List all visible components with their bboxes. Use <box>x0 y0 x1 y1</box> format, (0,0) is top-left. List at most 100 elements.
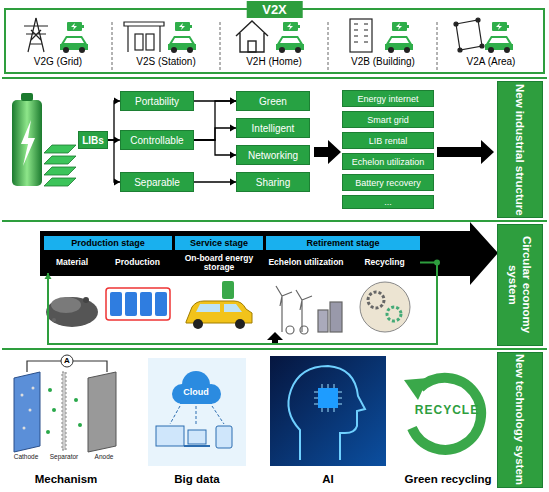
arrow-head <box>230 98 236 105</box>
ai-image <box>318 388 338 408</box>
section-divider <box>2 220 547 222</box>
node-text: Green <box>259 96 287 107</box>
arrow-head <box>230 98 236 105</box>
arrow-head <box>230 125 236 132</box>
node-text: Sharing <box>256 177 290 188</box>
battery-pack <box>12 100 42 186</box>
node-text: Battery recovery <box>355 178 421 188</box>
ai-image <box>270 356 386 466</box>
node-text: Circular economy system <box>506 225 534 345</box>
mechanism-image <box>46 388 82 434</box>
node-text: Service stage <box>190 238 248 248</box>
battery-pack <box>44 145 76 153</box>
node-text: V2X <box>246 1 303 18</box>
v2x-label: V2A (Area) <box>441 56 541 68</box>
system-band: New technology system <box>497 352 543 488</box>
ev-charging-icon <box>60 22 513 53</box>
building-icon <box>350 19 372 52</box>
node-text: New technology system <box>513 354 527 485</box>
arrow-head <box>114 98 120 105</box>
battery-pack <box>44 145 76 186</box>
bigdata-image <box>188 430 206 444</box>
mechanism-image <box>48 388 52 392</box>
pylon-icon <box>24 18 48 52</box>
flow-connector <box>108 98 120 141</box>
v2x-label: V2H (Home) <box>224 56 324 68</box>
battery-pack <box>44 178 76 186</box>
recycling-image <box>387 307 401 321</box>
stage-cell: On-board energy storage <box>175 252 263 273</box>
ev-charging-icon <box>276 22 304 53</box>
cell-divider <box>112 22 437 70</box>
connector-line <box>194 140 236 155</box>
reuse-image <box>318 310 328 332</box>
mechanism-image <box>14 355 116 452</box>
building-icon <box>350 19 372 52</box>
feature-box: Separable <box>120 172 194 192</box>
ev-charging-icon <box>385 22 413 53</box>
node-text: ... <box>384 197 392 207</box>
mechanism-image <box>29 409 32 412</box>
connector-line <box>194 181 236 182</box>
powder-image <box>83 297 89 303</box>
powder-image <box>51 297 81 313</box>
bigdata-image <box>216 426 232 448</box>
flow-connector <box>194 140 236 159</box>
powder-image <box>46 297 98 327</box>
reuse-image <box>300 326 308 334</box>
ai-image <box>270 356 386 466</box>
powder-image <box>46 297 98 327</box>
mechanism-image <box>21 394 24 397</box>
node-text: Production stage <box>71 238 145 248</box>
connector-line <box>194 128 236 140</box>
stage-header: Retirement stage <box>266 235 420 250</box>
v2x-label: V2S (Station) <box>116 56 216 68</box>
ev-charging-icon <box>485 22 513 53</box>
bigdata-image <box>170 406 224 424</box>
flow-arrow <box>437 140 494 164</box>
connector-line <box>108 140 120 182</box>
electrode-label: Cathode <box>6 453 46 461</box>
section-divider <box>2 78 547 349</box>
system-band: New industrial structure <box>497 81 543 218</box>
node-text: Networking <box>248 150 298 161</box>
mechanism-image <box>52 408 56 412</box>
arrow-head <box>230 179 236 186</box>
recycle-symbol <box>404 378 428 400</box>
bigdata-image <box>156 426 184 446</box>
stage-cell: Production <box>103 252 172 273</box>
node-text: Material <box>56 258 88 267</box>
node-text: Echelon utilization <box>352 157 425 167</box>
area-icon <box>476 18 480 22</box>
connector-line <box>108 139 120 140</box>
station-icon <box>135 34 143 50</box>
mechanism-image <box>23 427 26 430</box>
node-text: Production <box>115 258 160 267</box>
connector-line <box>194 100 236 101</box>
ev-image <box>222 281 234 299</box>
cell-image <box>125 292 137 316</box>
recycle-text: RECYCLE <box>402 403 492 417</box>
cell-divider <box>437 22 438 70</box>
area-icon <box>456 20 482 50</box>
station-icon <box>124 22 164 52</box>
battery-pack <box>21 120 35 166</box>
application-box: ... <box>342 195 434 209</box>
node-text: On-board energy storage <box>175 254 263 272</box>
cloud-label: Cloud <box>176 386 216 398</box>
battery-pack <box>21 93 33 101</box>
connector-line <box>48 263 437 345</box>
cell-image <box>106 288 170 320</box>
recycling-image <box>368 292 384 308</box>
node-text: Echelon utilization <box>268 258 343 267</box>
arrow-head <box>114 179 120 186</box>
flow-connector <box>108 137 120 144</box>
flow-arrow <box>314 140 341 164</box>
section-divider <box>2 348 547 350</box>
ev-image <box>196 304 242 312</box>
cell-divider <box>112 22 113 70</box>
lifecycle-arrow <box>40 222 498 285</box>
ev-image <box>235 319 245 329</box>
node-text: New industrial structure <box>513 84 527 216</box>
